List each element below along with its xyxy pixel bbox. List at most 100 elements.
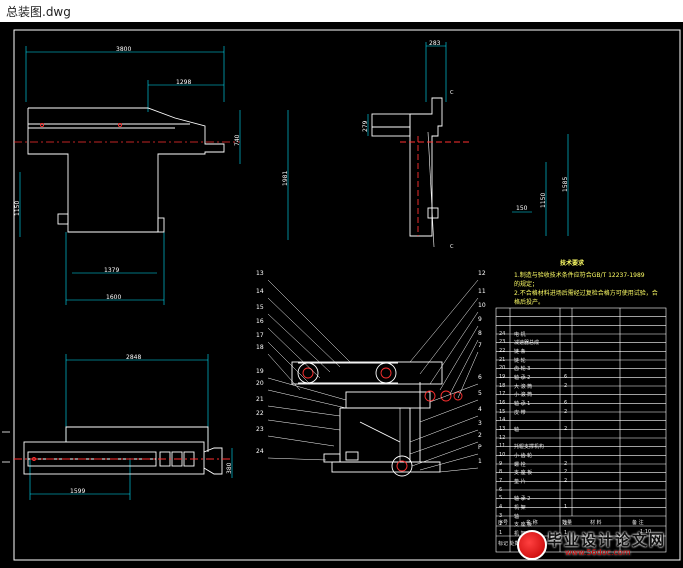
table-row-qty: 1 xyxy=(564,503,568,510)
dim-top-base1: 1379 xyxy=(104,267,120,274)
table-row-qty: 2 xyxy=(564,408,568,415)
table-row-name: 链 条 xyxy=(514,348,526,355)
callout-label: 18 xyxy=(256,344,264,351)
callout-label: 10 xyxy=(478,302,486,309)
table-row-no: 1 xyxy=(499,529,503,536)
tech-req-line1: 1.制造与验收技术条件应符合GB/T 12237-1989 xyxy=(514,272,645,279)
table-row-no: 5 xyxy=(499,495,503,502)
table-row-qty: 1 xyxy=(564,529,568,536)
table-row-name: 轴 承 2 xyxy=(514,496,531,503)
callout-label: 17 xyxy=(256,332,264,339)
callout-label: 24 xyxy=(256,448,264,455)
table-row-no: 17 xyxy=(499,391,506,398)
table-row-name: 大 滚 筒 xyxy=(514,383,533,390)
tech-req-line2b: 格后投产。 xyxy=(514,299,545,306)
table-row-no: 22 xyxy=(499,347,506,354)
table-row-no: 4 xyxy=(499,503,503,510)
callout-label: 2 xyxy=(478,432,482,439)
tech-req-line1b: 的规定； xyxy=(514,281,539,288)
table-row-no: 15 xyxy=(499,408,506,415)
table-row-name: 托辊支撑机构 xyxy=(514,444,545,451)
table-row-name: 小 滚 筒 xyxy=(514,392,533,399)
table-row-qty: 6 xyxy=(564,373,568,380)
table-header-mat: 材 料 xyxy=(590,520,602,526)
table-row-name: 电 机 xyxy=(514,331,526,338)
callout-label: 7 xyxy=(478,342,482,349)
table-row-name: 轴 承 2 xyxy=(514,374,531,381)
callout-label: 19 xyxy=(256,368,264,375)
table-row-name: 轴 xyxy=(514,426,520,433)
callout-label: 6 xyxy=(478,374,482,381)
section-mark-bottom: C xyxy=(450,244,454,250)
callout-label: 20 xyxy=(256,380,264,387)
table-row-no: 9 xyxy=(499,460,503,467)
callout-label: 3 xyxy=(478,420,482,427)
dim-side-small: 150 xyxy=(516,205,528,212)
callout-label: 13 xyxy=(256,270,264,277)
table-row-no: 3 xyxy=(499,512,503,519)
table-row-no: 6 xyxy=(499,486,503,493)
table-row-qty: 2 xyxy=(564,521,568,528)
table-row-name: 轴 承 1 xyxy=(514,400,531,407)
bottom-view xyxy=(14,354,233,500)
table-row-no: 20 xyxy=(499,365,506,372)
table-header-note: 备 注 xyxy=(632,520,644,526)
table-row-no: 14 xyxy=(499,417,506,424)
table-row-name: 机 架 xyxy=(514,530,526,537)
table-row-name: 减速器总成 xyxy=(514,340,540,347)
dim-bottom-width: 2848 xyxy=(126,354,142,361)
dim-top-base2: 1600 xyxy=(106,294,122,301)
table-row-no: 21 xyxy=(499,356,506,363)
table-row-no: 2 xyxy=(499,521,503,528)
table-row-name: 小 齿 轮 xyxy=(514,452,533,459)
table-row-no: 18 xyxy=(499,382,506,389)
callout-label: 22 xyxy=(256,410,264,417)
cad-drawing: C C xyxy=(2,29,681,561)
dim-side-width: 283 xyxy=(429,40,441,47)
callout-label: 16 xyxy=(256,318,264,325)
table-row-no: 8 xyxy=(499,469,503,476)
dim-bottom-h: 380 xyxy=(226,462,233,474)
watermark-url: www.56doc.com xyxy=(565,548,631,557)
dim-top-h3: 1150 xyxy=(14,200,21,216)
table-row-name: 齿 轮 3 xyxy=(514,366,531,373)
table-row-qty: 2 xyxy=(564,425,568,432)
table-row-qty: 2 xyxy=(564,469,568,476)
callout-label: 15 xyxy=(256,304,264,311)
section-mark-top: C xyxy=(450,90,454,96)
table-header-no: 序号 xyxy=(498,520,509,526)
drawing-frame xyxy=(13,29,681,561)
watermark-main: 毕业设计论文网 xyxy=(547,531,667,549)
callout-label: 23 xyxy=(256,426,264,433)
table-row-name: 支 座 板 xyxy=(514,522,533,529)
table-row-no: 10 xyxy=(499,451,506,458)
callout-label: P xyxy=(478,444,482,451)
dim-side-h2: 1150 xyxy=(540,192,547,208)
table-row-no: 11 xyxy=(499,443,506,450)
table-row-name: 链 轮 xyxy=(514,357,526,364)
callout-label: 9 xyxy=(478,316,482,323)
dim-top-inner: 1298 xyxy=(176,79,192,86)
table-row-name: 机 架 xyxy=(514,504,526,511)
dim-top-h1: 740 xyxy=(234,134,241,146)
table-row-qty: 2 xyxy=(564,382,568,389)
window-titlebar: 总装图.dwg xyxy=(0,0,683,23)
callout-label: 21 xyxy=(256,396,264,403)
table-row-name: 轴 xyxy=(514,513,520,520)
tech-req-title: 技术要求 xyxy=(560,260,585,267)
drawing-canvas[interactable]: C C xyxy=(0,22,683,564)
dim-top-width: 3800 xyxy=(116,46,132,53)
side-view: C C xyxy=(367,42,569,250)
assembly-view xyxy=(267,279,479,477)
table-row-no: 13 xyxy=(499,425,506,432)
callout-label: 11 xyxy=(478,288,486,295)
dim-side-h1: 279 xyxy=(362,120,369,132)
table-row-name: 垫 片 xyxy=(514,478,526,485)
table-row-no: 7 xyxy=(499,477,503,484)
parts-table xyxy=(495,307,667,553)
table-row-qty: 6 xyxy=(564,399,568,406)
table-row-qty: 2 xyxy=(564,460,568,467)
table-row-no: 23 xyxy=(499,339,506,346)
table-row-no: 16 xyxy=(499,399,506,406)
window-title: 总装图.dwg xyxy=(6,5,71,19)
